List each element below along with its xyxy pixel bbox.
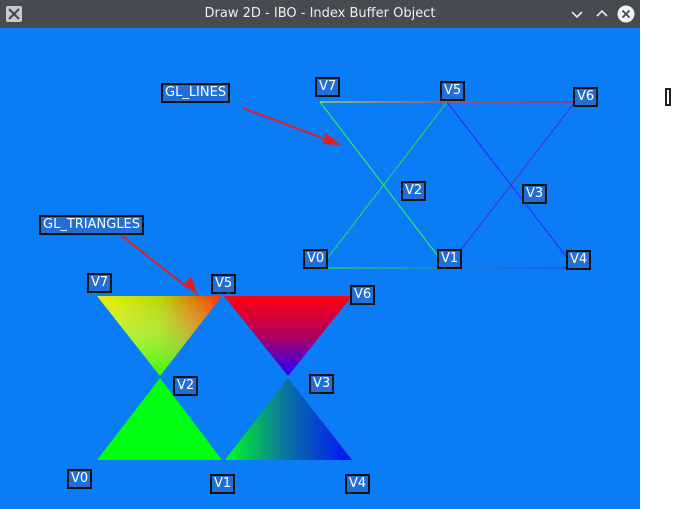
tri-vertex-label-v1: V1 xyxy=(210,474,236,494)
app-icon xyxy=(6,6,22,22)
lines-vertex-label-v2: V2 xyxy=(401,181,427,201)
close-icon[interactable] xyxy=(617,5,635,23)
tri-vertex-label-v7: V7 xyxy=(87,273,113,293)
app-window: Draw 2D - IBO - Index Buffer Object xyxy=(0,0,640,509)
maximize-icon[interactable] xyxy=(593,5,611,23)
minimize-icon[interactable] xyxy=(568,5,586,23)
title-bar[interactable]: Draw 2D - IBO - Index Buffer Object xyxy=(0,0,640,28)
lines-vertex-label-v4: V4 xyxy=(566,250,592,270)
lines-vertex-label-v1: V1 xyxy=(437,249,463,269)
tri-vertex-label-v4: V4 xyxy=(345,474,371,494)
lines-vertex-label-v5: V5 xyxy=(440,81,466,101)
lines-vertex-label-v6: V6 xyxy=(573,87,599,107)
tri-vertex-label-v5: V5 xyxy=(211,274,237,294)
desktop-edge-marker xyxy=(665,88,671,106)
tri-vertex-label-v6: V6 xyxy=(350,285,376,305)
render-surface xyxy=(97,101,576,460)
lines-vertex-label-v3: V3 xyxy=(522,184,548,204)
gl-canvas: GL_LINES GL_TRIANGLES V7 V5 V6 V2 V3 V0 … xyxy=(0,28,640,509)
window-title: Draw 2D - IBO - Index Buffer Object xyxy=(204,6,436,21)
lines-vertex-label-v0: V0 xyxy=(303,249,329,269)
gl-lines-annotation: GL_LINES xyxy=(161,83,231,103)
tri-vertex-label-v0: V0 xyxy=(67,469,93,489)
tri-vertex-label-v2: V2 xyxy=(173,376,199,396)
gl-lines-figure xyxy=(319,101,576,269)
tri-vertex-label-v3: V3 xyxy=(309,374,335,394)
lines-arrow xyxy=(242,107,341,145)
lines-vertex-label-v7: V7 xyxy=(315,77,341,97)
triangles-arrow xyxy=(121,235,198,296)
gl-triangles-figure xyxy=(97,296,352,460)
gl-triangles-annotation: GL_TRIANGLES xyxy=(39,215,145,235)
